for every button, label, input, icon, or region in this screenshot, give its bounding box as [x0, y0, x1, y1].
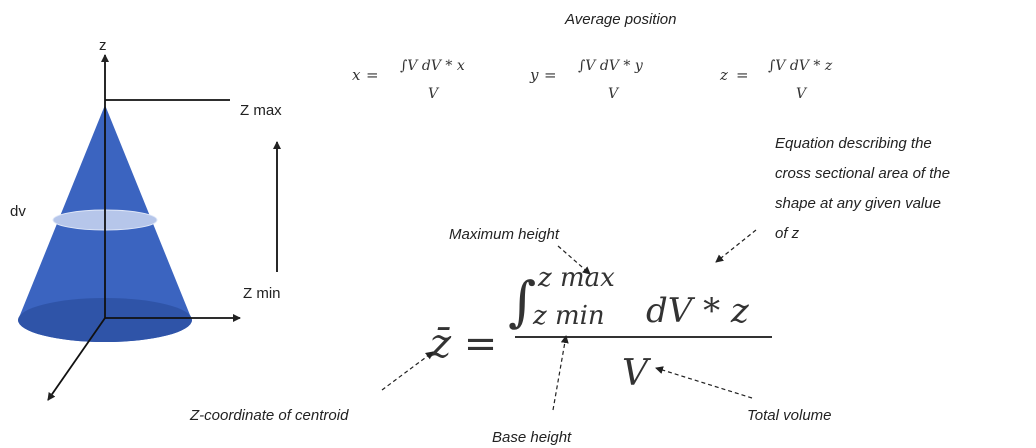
svg-text:cross sectional area of the: cross sectional area of the	[775, 165, 950, 182]
svg-text:y: y	[529, 66, 539, 84]
svg-text:Equation describing the: Equation describing the	[775, 135, 932, 152]
svg-text:of z: of z	[775, 225, 800, 242]
svg-text:∫V dV * y: ∫V dV * y	[578, 58, 644, 74]
dv-label: dv	[10, 203, 26, 220]
arrow-equation	[715, 229, 757, 263]
centroid-label: Z-coordinate of centroid	[189, 407, 349, 424]
svg-text:=: =	[544, 66, 557, 84]
avg-z-formula: z = ∫V dV * z V	[719, 58, 833, 102]
equation-description: Equation describing the cross sectional …	[775, 135, 950, 242]
svg-text:=: =	[366, 66, 379, 84]
z-max-label: Z max	[240, 102, 282, 119]
svg-text:V: V	[428, 86, 440, 102]
svg-text:=: =	[736, 66, 749, 84]
arrow-base-height	[552, 335, 569, 411]
average-position-title: Average position	[564, 11, 676, 28]
avg-y-formula: y = ∫V dV * y V	[529, 58, 644, 102]
main-denominator: V	[622, 353, 652, 394]
svg-text:V: V	[608, 86, 620, 102]
svg-text:shape at any given value: shape at any given value	[775, 195, 941, 212]
svg-text:V: V	[796, 86, 808, 102]
arrow-centroid	[381, 351, 434, 391]
arrow-max-height	[557, 245, 591, 275]
svg-text:∫V dV * z: ∫V dV * z	[768, 58, 833, 74]
main-upper-limit: z max	[537, 263, 615, 293]
maximum-height-label: Maximum height	[449, 226, 560, 243]
z-axis-label: z	[99, 37, 107, 54]
svg-text:x: x	[352, 66, 361, 84]
main-lower-limit: z min	[532, 301, 605, 331]
cone-base	[18, 298, 192, 342]
z-min-label: Z min	[243, 285, 281, 302]
svg-text:z: z	[719, 66, 728, 84]
main-formula: z̄ = ∫ z max z min dV * z V	[429, 263, 772, 394]
axes	[47, 54, 281, 401]
main-lhs: z̄ =	[429, 321, 497, 367]
arrow-total-volume	[655, 366, 753, 399]
avg-x-formula: x = ∫V dV * x V	[352, 58, 465, 102]
total-volume-label: Total volume	[747, 407, 832, 424]
base-height-label: Base height	[492, 429, 572, 446]
y-axis	[47, 317, 106, 401]
main-integral-sign: ∫	[508, 270, 536, 333]
main-integrand: dV * z	[646, 291, 750, 331]
svg-text:∫V dV * x: ∫V dV * x	[400, 58, 465, 74]
callout-arrows	[381, 229, 757, 411]
